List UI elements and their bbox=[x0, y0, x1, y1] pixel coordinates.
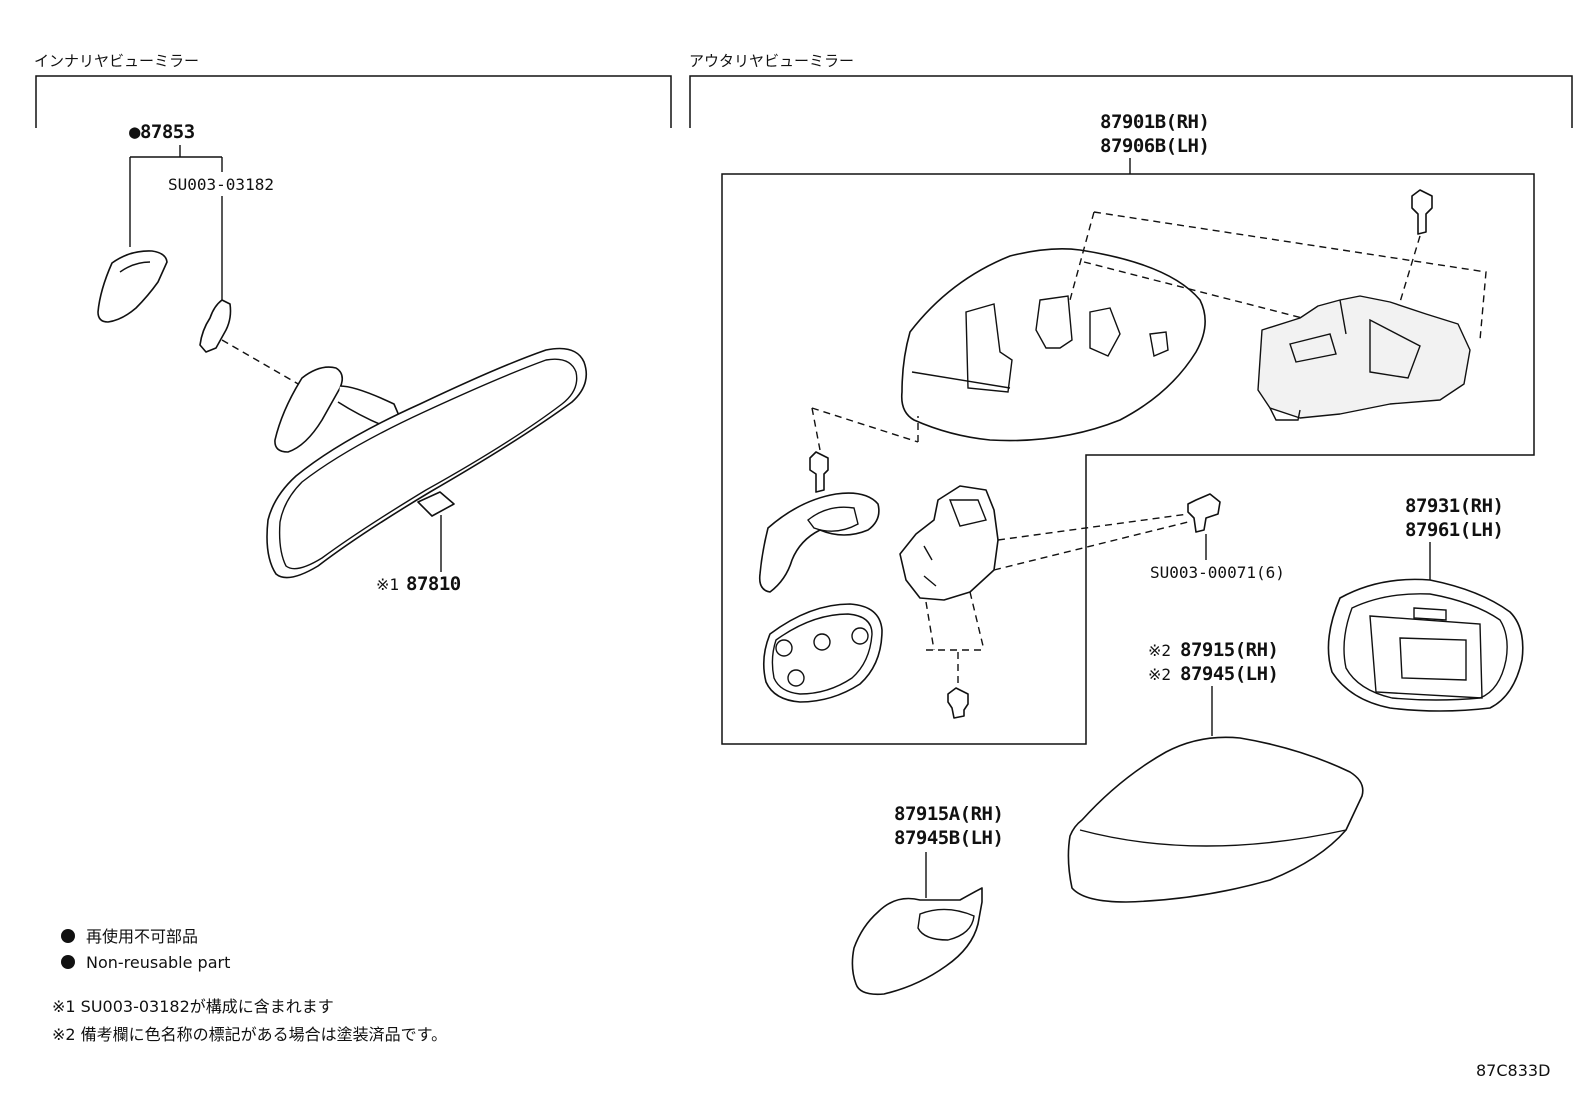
screw-bottom bbox=[947, 687, 969, 719]
legend-en: Non-reusable part bbox=[86, 953, 230, 972]
mirror-mount bbox=[274, 366, 344, 453]
callout-87945-mark: ※2 bbox=[1148, 665, 1171, 684]
lower-cover bbox=[851, 887, 983, 996]
outer-mirror-section-title: アウタリヤビューミラー bbox=[689, 52, 854, 70]
outer-mirror-bracket bbox=[689, 75, 1573, 128]
mirror-housing bbox=[900, 248, 1206, 442]
mirror-sensor bbox=[417, 491, 455, 517]
screw-top bbox=[1411, 189, 1433, 235]
non-reusable-marker bbox=[61, 929, 75, 943]
mirror-bracket bbox=[899, 485, 999, 601]
bolt-su003-00071 bbox=[1187, 493, 1221, 533]
callout-87915a: 87915A(RH) bbox=[894, 803, 1003, 825]
assembly-line-inner bbox=[221, 339, 301, 386]
callout-87945b: 87945B(LH) bbox=[894, 827, 1003, 849]
mirror-cap bbox=[1067, 736, 1364, 903]
callout-su003-03182: SU003-03182 bbox=[168, 175, 274, 194]
callout-87901b: 87901B(RH) bbox=[1100, 111, 1209, 133]
mirror-glass bbox=[1327, 578, 1524, 712]
callout-87906b: 87906B(LH) bbox=[1100, 135, 1209, 157]
callout-87915: 87915(RH) bbox=[1180, 639, 1278, 661]
assembly-boundary bbox=[721, 173, 1535, 745]
inner-mirror-bracket bbox=[35, 75, 672, 128]
note-2: ※2 備考欄に色名称の標記がある場合は塗装済品です。 bbox=[52, 1025, 447, 1044]
callout-87915-mark: ※2 bbox=[1148, 641, 1171, 660]
mirror-cover-87853 bbox=[97, 250, 168, 323]
callout-87931: 87931(RH) bbox=[1405, 495, 1503, 517]
note-1: ※1 SU003-03182が構成に含まれます bbox=[52, 997, 334, 1016]
legend-jp: 再使用不可部品 bbox=[86, 927, 198, 946]
leader-87853 bbox=[129, 145, 223, 247]
base-cover bbox=[758, 492, 880, 593]
inner-mirror-section-title: インナリヤビューミラー bbox=[34, 52, 199, 70]
non-reusable-marker-en bbox=[61, 955, 75, 969]
callout-87810: 87810 bbox=[406, 573, 461, 595]
callout-87945: 87945(LH) bbox=[1180, 663, 1278, 685]
inner-mirror-87810 bbox=[266, 347, 588, 579]
callout-87810-mark: ※1 bbox=[376, 575, 399, 594]
callout-87853: ●87853 bbox=[129, 121, 195, 143]
clip-su003-03182 bbox=[199, 299, 232, 353]
diagram-code: 87C833D bbox=[1476, 1061, 1550, 1080]
screw-left bbox=[809, 451, 829, 493]
callout-87961: 87961(LH) bbox=[1405, 519, 1503, 541]
callout-su003-00071: SU003-00071(6) bbox=[1150, 563, 1285, 582]
mirror-actuator bbox=[1257, 295, 1471, 419]
